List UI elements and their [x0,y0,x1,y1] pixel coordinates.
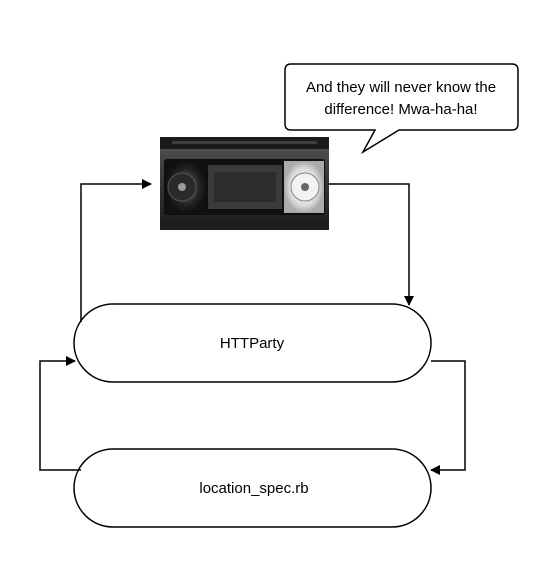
arrow-httparty-to-cassette [80,179,152,322]
arrow-httparty-to-location-spec [430,360,466,475]
speech-bubble-line-2: difference! Mwa-ha-ha! [324,101,477,118]
httparty-node: HTTParty [73,303,432,383]
httparty-label: HTTParty [220,335,285,352]
location-spec-node: location_spec.rb [73,448,432,528]
location-spec-label: location_spec.rb [199,480,308,497]
speech-bubble-line-1: And they will never know the [306,79,496,96]
arrow-location-spec-to-httparty [39,356,81,471]
speech-bubble: And they will never know the difference!… [284,63,519,155]
vhs-cassette-icon [160,137,329,230]
arrow-cassette-to-httparty [329,183,414,306]
speech-bubble-shape [284,63,519,155]
